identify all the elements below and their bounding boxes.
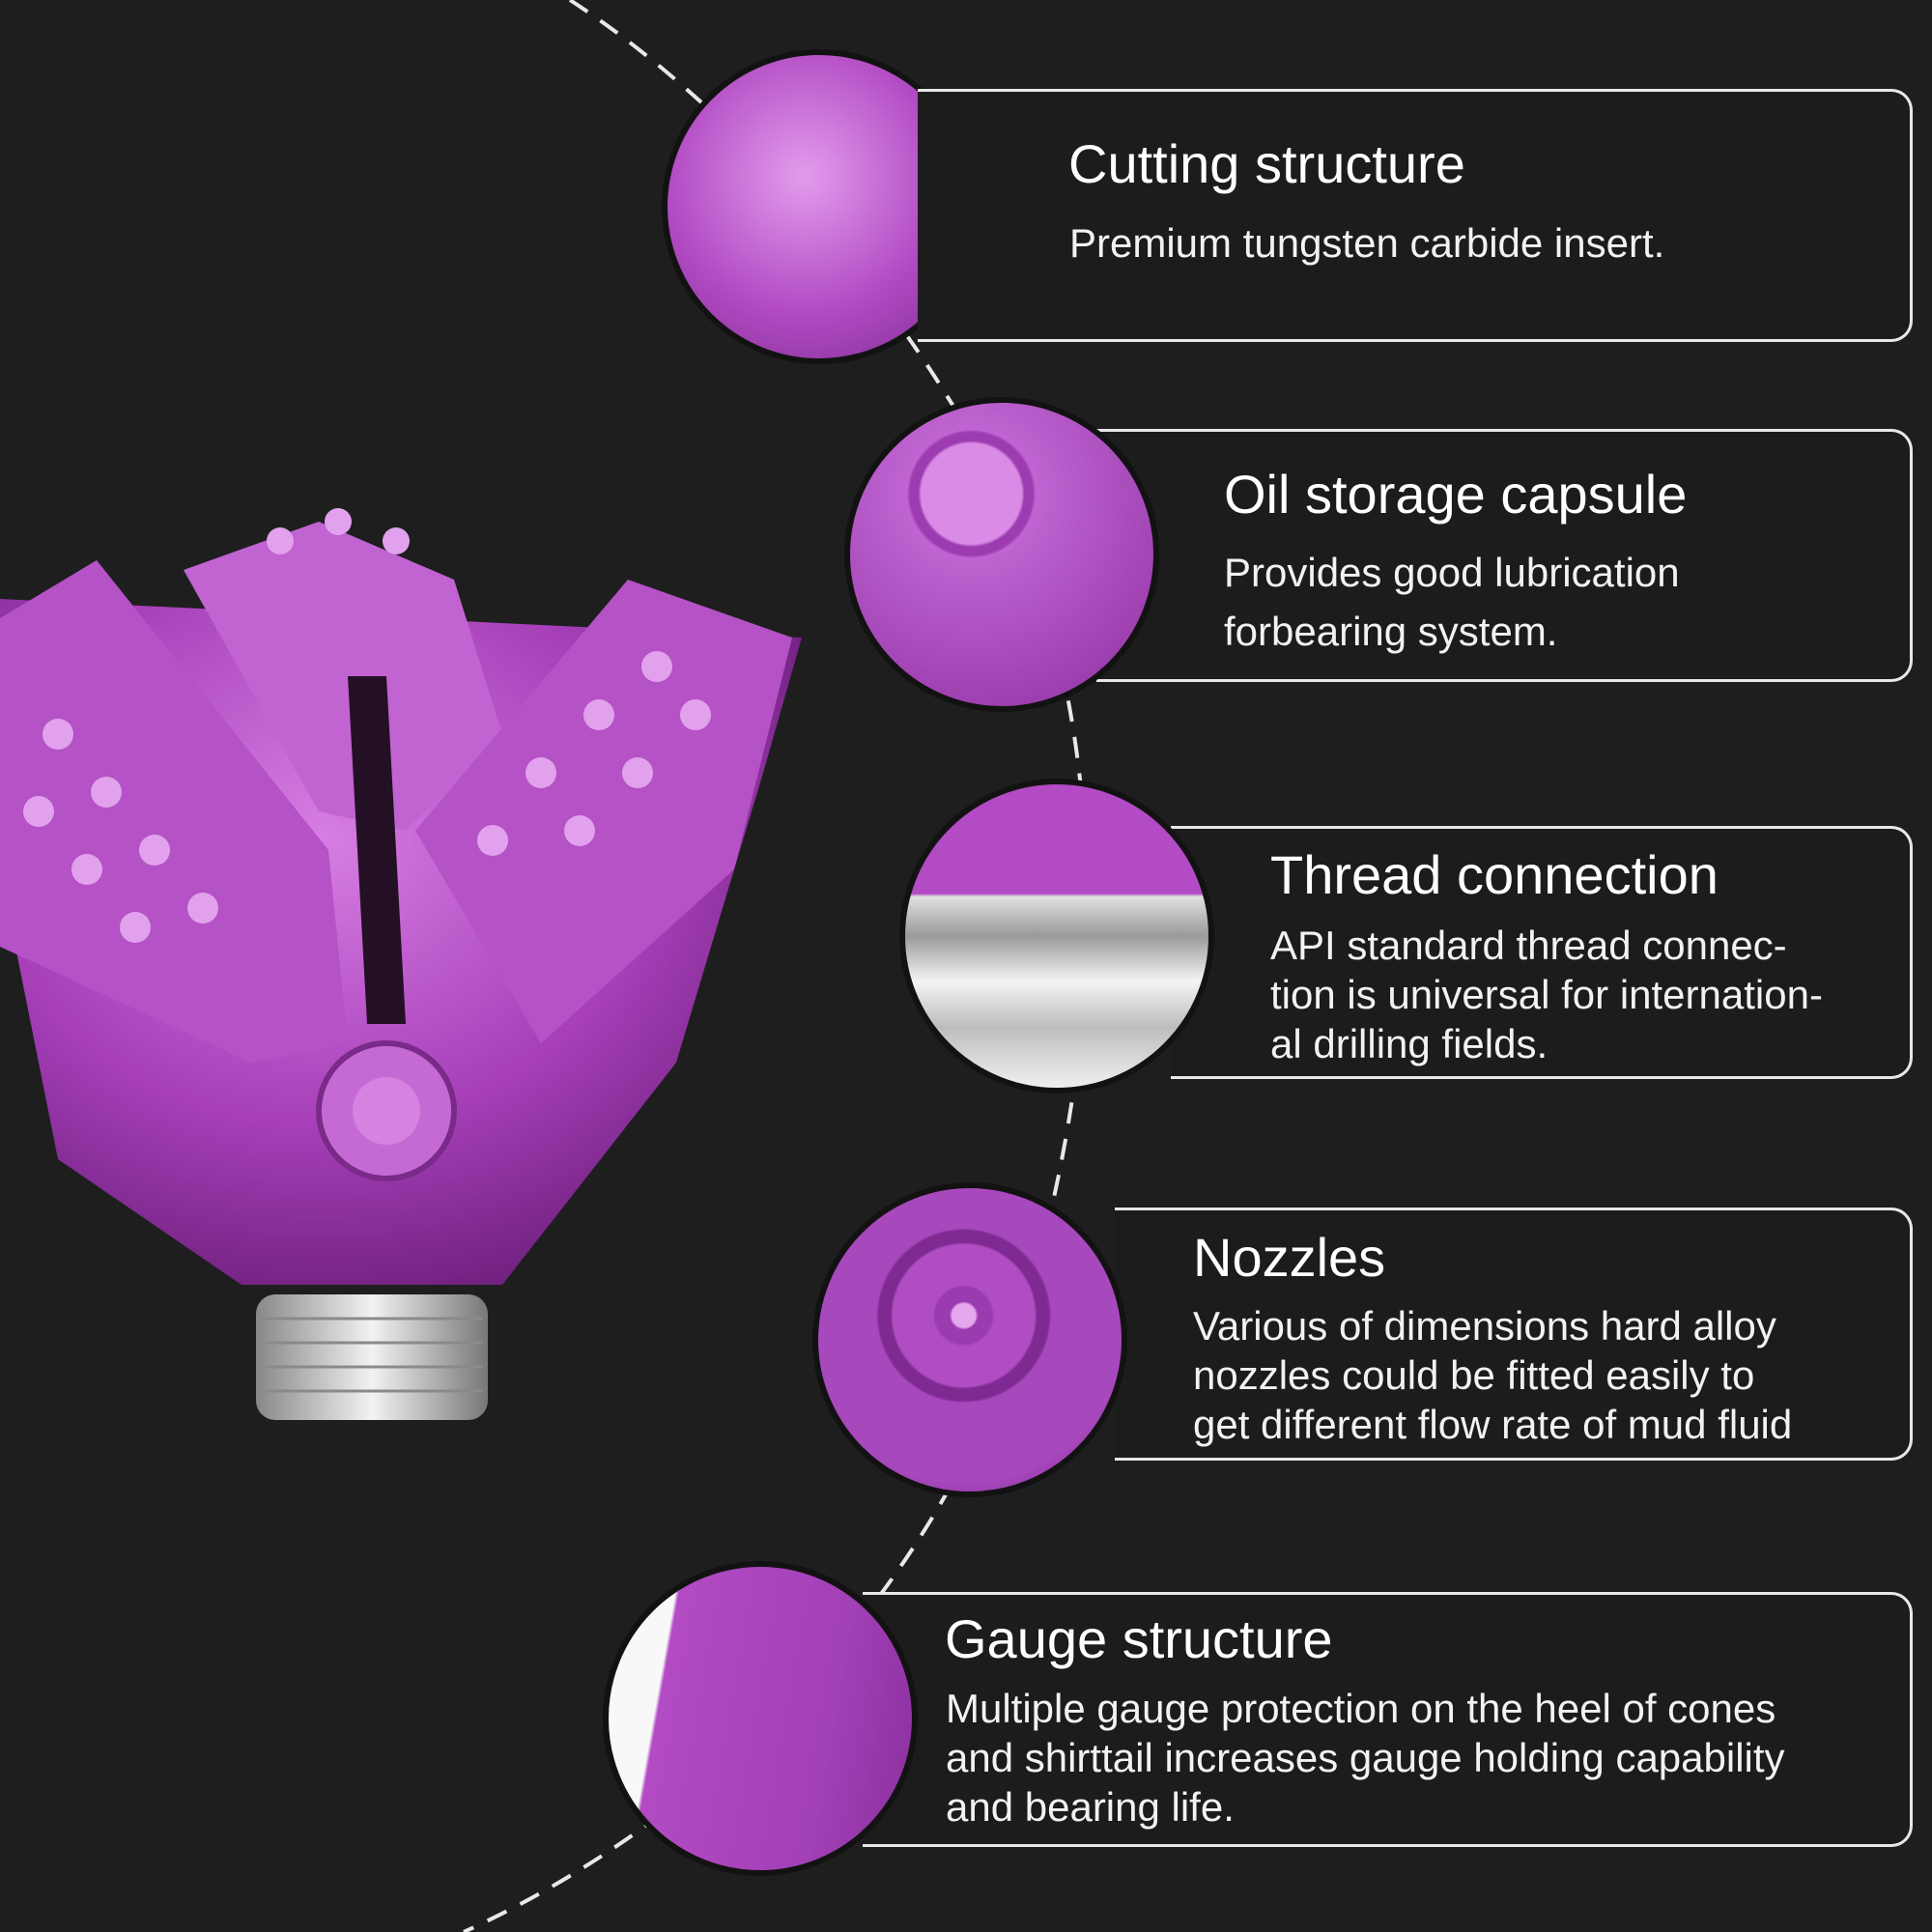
feature-card-cutting-structure	[918, 89, 1913, 342]
feature-description: get different flow rate of mud fluid	[1193, 1402, 1793, 1447]
feature-description: Provides good lubrication	[1224, 550, 1680, 595]
feature-description: and bearing life.	[946, 1784, 1235, 1830]
feature-card-gauge-structure	[863, 1592, 1913, 1847]
feature-description: tion is universal for internation-	[1270, 972, 1823, 1017]
thread-connection-thumbnail	[899, 779, 1214, 1094]
nozzles-thumbnail	[812, 1182, 1127, 1497]
feature-title: Oil storage capsule	[1224, 464, 1688, 525]
feature-title: Thread connection	[1270, 844, 1719, 905]
gauge-structure-thumbnail	[603, 1561, 918, 1876]
feature-card-nozzles	[1115, 1208, 1913, 1461]
feature-title: Cutting structure	[1068, 133, 1465, 194]
feature-description: Various of dimensions hard alloy	[1193, 1303, 1776, 1349]
feature-card-oil-storage-capsule	[1096, 429, 1913, 682]
feature-card-thread-connection	[1171, 826, 1913, 1079]
feature-description: forbearing system.	[1224, 609, 1558, 654]
feature-description: nozzles could be fitted easily to	[1193, 1352, 1755, 1398]
feature-description: and shirttail increases gauge holding ca…	[946, 1735, 1785, 1780]
feature-title: Gauge structure	[945, 1608, 1333, 1669]
feature-description: Premium tungsten carbide insert.	[1069, 220, 1665, 266]
feature-description: al drilling fields.	[1270, 1021, 1548, 1066]
oil-storage-capsule-thumbnail	[844, 397, 1159, 712]
feature-description: API standard thread connec-	[1270, 923, 1787, 968]
feature-description: Multiple gauge protection on the heel of…	[946, 1686, 1776, 1731]
feature-title: Nozzles	[1193, 1227, 1386, 1288]
tricone-drill-bit-image	[0, 508, 802, 1420]
